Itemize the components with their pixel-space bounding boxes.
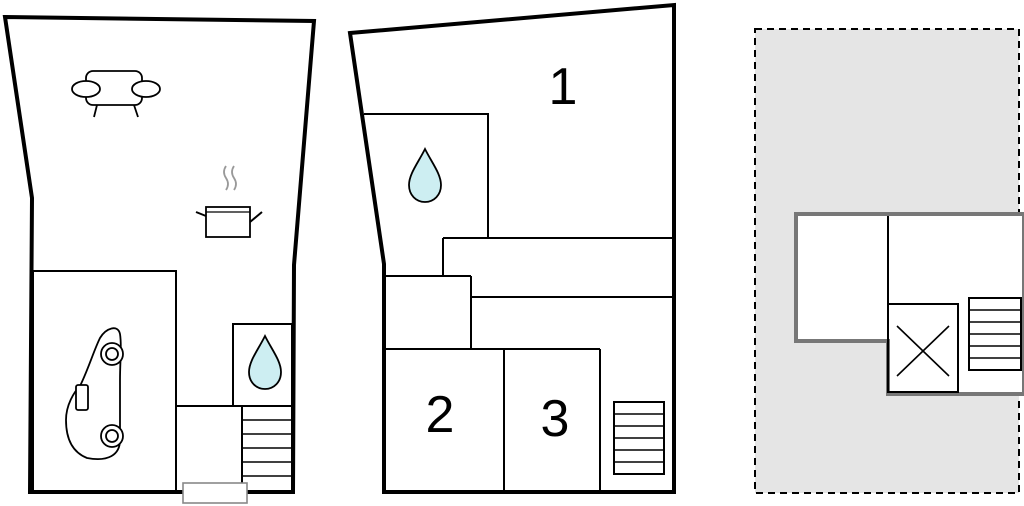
site-plan bbox=[754, 28, 1024, 494]
entrance-hall bbox=[175, 405, 243, 493]
car-icon bbox=[65, 327, 124, 460]
upper-floor-plan: 1 2 3 bbox=[347, 2, 676, 494]
garage-room bbox=[32, 270, 177, 493]
stairs-icon bbox=[241, 405, 293, 493]
water-drop-icon bbox=[408, 146, 442, 203]
room-3-label: 3 bbox=[541, 390, 570, 448]
upper-floor-outline bbox=[347, 2, 676, 494]
void-room bbox=[887, 303, 959, 393]
cooking-pot-icon bbox=[195, 165, 263, 238]
void-cross-icon bbox=[896, 325, 950, 377]
sofa-icon bbox=[71, 70, 161, 118]
stairs-icon bbox=[968, 297, 1022, 371]
ground-floor-plan bbox=[2, 14, 317, 504]
water-drop-icon bbox=[248, 333, 282, 390]
bathroom-room bbox=[364, 113, 489, 238]
entrance-doormat bbox=[182, 482, 248, 504]
stairs-icon bbox=[613, 401, 665, 475]
room-1-label: 1 bbox=[549, 58, 578, 116]
room-2-label: 2 bbox=[426, 386, 455, 444]
